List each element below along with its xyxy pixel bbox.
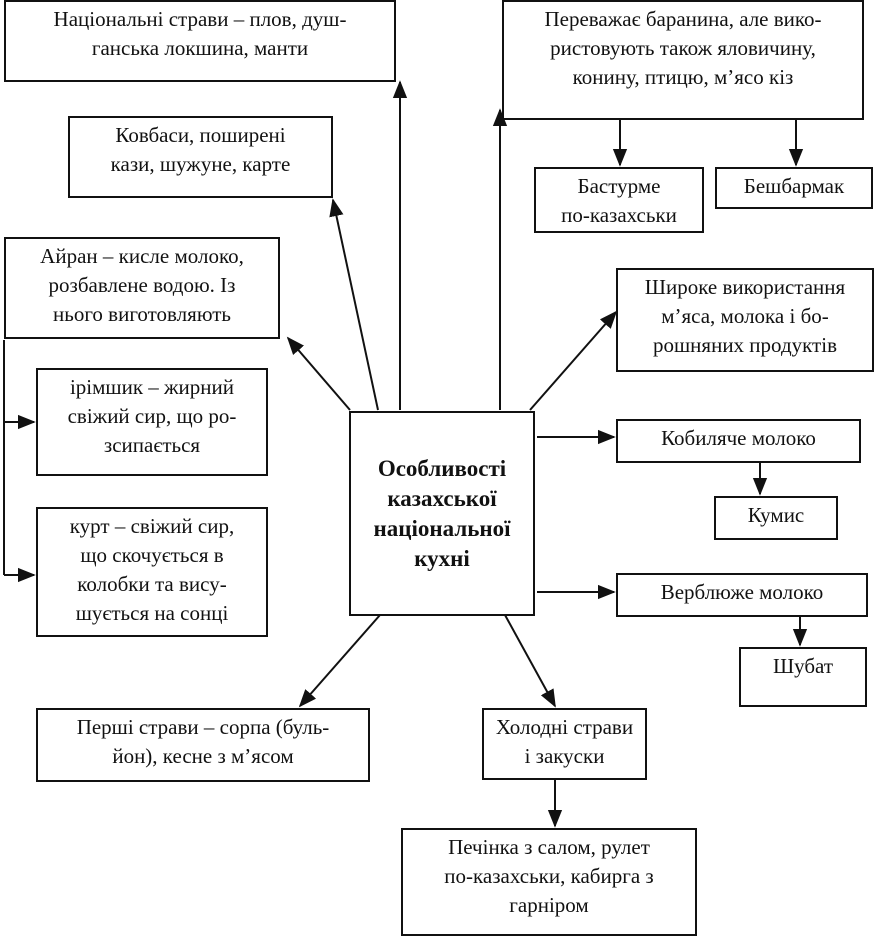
box-liver: Печінка з салом, рулет по-казахськи, каб… [401,828,697,936]
arrow-to-ayran [286,336,351,411]
box-ayran: Айран – кисле молоко, розбавлене водою. … [4,237,280,339]
arrow-to-cold-dishes [504,614,556,708]
box-first-courses: Перші страви – сорпа (буль- йон), кесне … [36,708,370,782]
box-lamb: Переважає баранина, але вико- ристовують… [502,0,864,120]
center-title: Особливості казахської національної кухн… [349,411,535,616]
box-camel-milk: Верблюже молоко [616,573,868,617]
box-mare-milk: Кобиляче молоко [616,419,861,463]
box-irimshik: ірімшик – жирний свіжий сир, що ро- зсип… [36,368,268,476]
box-kumis: Кумис [714,496,838,540]
box-sausages: Ковбаси, поширені кази, шужуне, карте [68,116,333,198]
box-cold-dishes: Холодні страви і закуски [482,708,647,780]
box-wide-use: Широке використання м’яса, молока і бо- … [616,268,874,372]
box-shubat: Шубат [739,647,867,707]
box-national-dishes: Національні страви – плов, душ- ганська … [4,0,396,82]
box-beshbarmak: Бешбармак [715,167,873,209]
arrow-to-sausages [329,198,379,411]
box-basturma: Бастурме по-казахськи [534,167,704,233]
arrow-to-first-courses [298,614,381,708]
box-kurt: курт – свіжий сир, що скочується в колоб… [36,507,268,637]
arrow-to-wide-use [529,310,618,411]
